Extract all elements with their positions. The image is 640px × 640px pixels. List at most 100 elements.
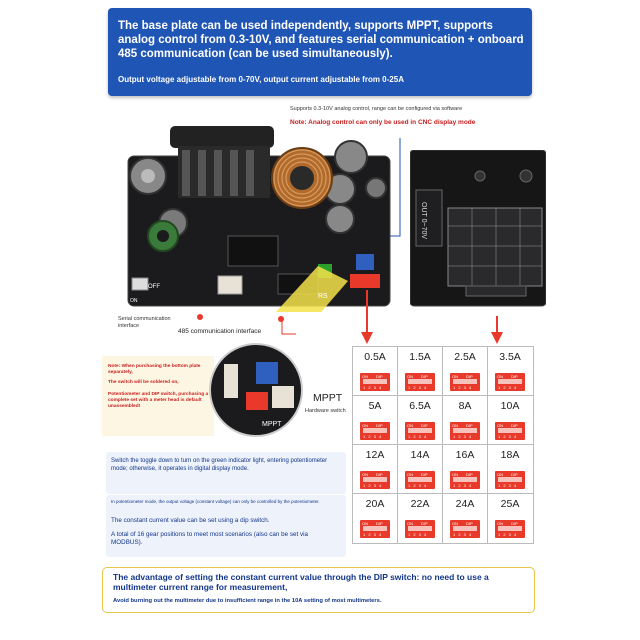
pot-mode-text: In potentiometer mode, the output voltag… [111,499,320,504]
dip-number-label: 1 2 3 4 [363,385,383,390]
dip-current-label: 18A [500,449,520,461]
dip-current-label: 20A [365,498,385,510]
dip-on-label: ON [497,521,503,526]
pot-info-box: In potentiometer mode, the output voltag… [106,495,346,557]
dip-current-label: 3.5A [499,351,521,363]
dip-number-label: 1 2 3 4 [498,532,518,537]
banner-subtitle: Output voltage adjustable from 0-70V, ou… [118,75,404,84]
dip-current-label: 5A [368,400,382,412]
dip-on-label: ON [452,472,458,477]
highlight-beam [275,266,348,312]
dip-number-label: 1 2 3 4 [363,532,383,537]
dip-on-label: ON [362,423,368,428]
dip-switch-icon: ON DIP 1 2 3 4 [495,373,525,391]
dip-number-label: 1 2 3 4 [453,434,473,439]
dip-setting-cell: 16A ON DIP 1 2 3 4 [443,445,488,494]
dip-number-label: 1 2 3 4 [408,483,428,488]
dip-on-label: ON [407,423,413,428]
dip-dip-label: DIP [511,423,518,428]
dip-switch-icon: ON DIP 1 2 3 4 [450,422,480,440]
converter-board-image: RS OFF ON [127,126,391,312]
dip-current-label: 8A [458,400,472,412]
dip-current-text: The constant current value can be set us… [111,517,270,524]
grid-arrows [361,290,503,344]
analog-support-note: Supports 0.3-10V analog control, range c… [290,106,463,112]
dip-current-label: 10A [500,400,520,412]
capacitor [334,140,368,174]
dip-dip-label: DIP [421,423,428,428]
dip-on-label: ON [497,423,503,428]
marker-dot [278,316,284,322]
decor-dot [522,30,530,38]
dip-number-label: 1 2 3 4 [498,434,518,439]
dip-switch-icon: ON DIP 1 2 3 4 [405,471,435,489]
toggle-info-box: Switch the toggle down to turn on the gr… [106,452,346,494]
dip-on-label: ON [497,374,503,379]
dip-current-label: 6.5A [409,400,431,412]
dip-dip-label: DIP [466,423,473,428]
purchase-note-line2: The switch will be soldered on, [108,380,179,385]
ic-chip [227,235,279,267]
zoom-silk-mppt: MPPT [262,421,282,428]
serial-interface-label: Serial communication interface [118,316,171,329]
dip-setting-cell: 10A ON DIP 1 2 3 4 [488,396,533,445]
dip-dip-label: DIP [466,472,473,477]
analog-warning-note: Note: Analog control can only be used in… [290,119,476,126]
purchase-note-line3: Potentiometer and DIP switch, purchasing… [108,392,209,409]
heatsink [170,126,274,198]
dip-current-label: 16A [455,449,475,461]
banner-title: The base plate can be used independently… [118,20,524,60]
dip-dip-label: DIP [421,374,428,379]
dip-setting-cell: 3.5A ON DIP 1 2 3 4 [488,347,533,396]
dip-on-label: ON [407,374,413,379]
dip-dip-label: DIP [511,472,518,477]
dip-dip-label: DIP [421,472,428,477]
dip-on-label: ON [497,472,503,477]
dip-switch-icon: ON DIP 1 2 3 4 [450,471,480,489]
dip-current-label: 2.5A [454,351,476,363]
mppt-label: MPPT [313,392,343,404]
dip-on-label: ON [452,423,458,428]
dip-setting-cell: 8A ON DIP 1 2 3 4 [443,396,488,445]
board-silk-off: OFF [148,284,160,290]
header-banner: The base plate can be used independently… [108,8,532,96]
dip-on-label: ON [452,374,458,379]
dip-dip-label: DIP [511,374,518,379]
dip-current-label: 14A [410,449,430,461]
dip-dip-label: DIP [376,472,383,477]
dip-number-label: 1 2 3 4 [363,434,383,439]
hardware-switch-label: Hardware switch [305,408,346,414]
gear-positions-text: A total of 16 gear positions to meet mos… [111,531,309,546]
dip-on-label: ON [407,472,413,477]
zoom-circle-image: MPPT [209,343,303,437]
dip-number-label: 1 2 3 4 [453,532,473,537]
dip-current-label: 25A [500,498,520,510]
dip-on-label: ON [362,374,368,379]
dip-current-label: 24A [455,498,475,510]
dip-current-label: 22A [410,498,430,510]
dip-current-label: 0.5A [364,351,386,363]
dip-number-label: 1 2 3 4 [498,385,518,390]
dip-number-label: 1 2 3 4 [453,483,473,488]
dip-switch [350,274,380,288]
dip-number-label: 1 2 3 4 [453,385,473,390]
board-silk-on: ON [130,298,138,304]
back-silk-out: OUT 0~70V [420,202,427,239]
